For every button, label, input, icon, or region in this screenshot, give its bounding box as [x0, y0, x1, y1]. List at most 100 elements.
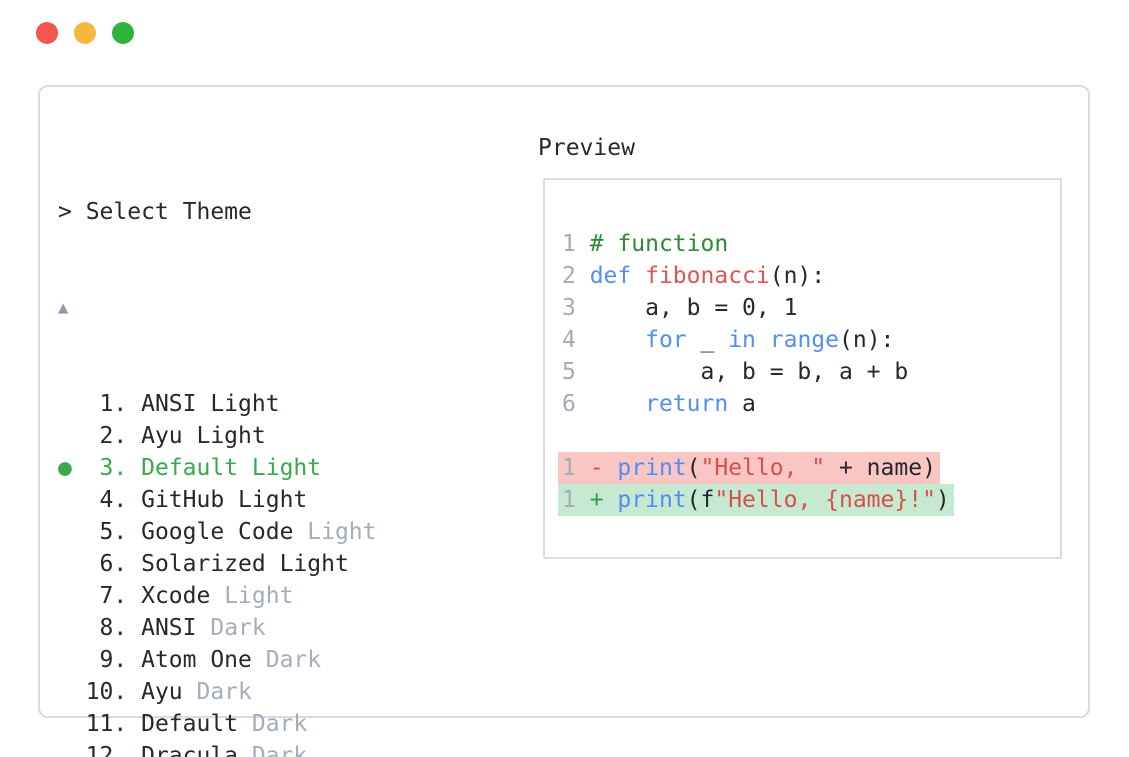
- code-token: + name): [825, 455, 936, 481]
- item-bullet-space: [58, 516, 86, 548]
- theme-item[interactable]: 1. ANSI Light: [58, 388, 528, 420]
- item-number: 3.: [85, 455, 142, 481]
- line-number: 1: [562, 487, 590, 513]
- code-token: range: [769, 327, 839, 353]
- code-line: [558, 420, 566, 452]
- item-name-muted: Dark: [265, 647, 322, 673]
- theme-item[interactable]: 8. ANSI Dark: [58, 612, 528, 644]
- theme-picker-window: > Select Theme ▲ 1. ANSI Light 2. Ayu Li…: [38, 85, 1090, 757]
- item-name: Default: [141, 711, 252, 737]
- theme-list: 1. ANSI Light 2. Ayu Light● 3. Default L…: [58, 388, 528, 757]
- item-name-muted: Dark: [251, 743, 308, 757]
- item-bullet-space: [58, 612, 86, 644]
- code-token: "Hello, ": [700, 455, 826, 481]
- theme-item[interactable]: 9. Atom One Dark: [58, 644, 528, 676]
- item-number: 11.: [85, 711, 142, 737]
- code-token: -: [589, 455, 618, 481]
- code-line: 6 return a: [558, 388, 760, 420]
- item-name-muted: Light: [307, 519, 377, 545]
- item-name: Solarized Light: [141, 551, 349, 577]
- theme-item[interactable]: 2. Ayu Light: [58, 420, 528, 452]
- code-token: def: [589, 263, 632, 289]
- item-bullet-space: [58, 708, 86, 740]
- item-name: Atom One: [141, 647, 266, 673]
- code-line: 2 def fibonacci(n):: [558, 260, 829, 292]
- item-name: GitHub Light: [141, 487, 308, 513]
- theme-item[interactable]: 7. Xcode Light: [58, 580, 528, 612]
- zoom-button[interactable]: [112, 22, 134, 44]
- item-bullet-space: [58, 644, 86, 676]
- item-number: 9.: [85, 647, 142, 673]
- code-token: [590, 391, 645, 417]
- item-name-muted: Dark: [210, 615, 266, 641]
- code-token: [590, 327, 645, 353]
- theme-item[interactable]: 4. GitHub Light: [58, 484, 528, 516]
- item-name: Dracula: [141, 743, 252, 757]
- minimize-button[interactable]: [74, 22, 96, 44]
- item-bullet-space: [58, 548, 86, 580]
- item-bullet-space: [58, 484, 86, 516]
- code-line: 5 a, b = b, a + b: [558, 356, 912, 388]
- line-number: 6: [562, 391, 590, 417]
- item-number: 1.: [85, 391, 142, 417]
- code-line: 4 for _ in range(n):: [558, 324, 898, 356]
- theme-item[interactable]: ● 3. Default Light: [58, 452, 528, 484]
- item-number: 5.: [85, 519, 142, 545]
- item-bullet-space: [58, 388, 86, 420]
- code-token: a: [728, 391, 756, 417]
- code-token: ): [935, 487, 950, 513]
- item-number: 2.: [85, 423, 142, 449]
- item-number: 6.: [85, 551, 142, 577]
- item-bullet-space: [58, 580, 86, 612]
- item-name-muted: Dark: [196, 679, 252, 705]
- code-token: +: [589, 487, 618, 513]
- code-line: 3 a, b = 0, 1: [558, 292, 801, 324]
- theme-item[interactable]: 5. Google Code Light: [58, 516, 528, 548]
- item-number: 12.: [85, 743, 142, 757]
- theme-item[interactable]: 11. Default Dark: [58, 708, 528, 740]
- code-token: (n):: [839, 327, 895, 353]
- item-name: ANSI: [141, 615, 211, 641]
- code-token: fibonacci: [645, 263, 770, 289]
- item-number: 8.: [85, 615, 142, 641]
- code-token: [756, 327, 770, 353]
- theme-item[interactable]: 12. Dracula Dark: [58, 740, 528, 757]
- line-number: 4: [562, 327, 590, 353]
- theme-item[interactable]: 10. Ayu Dark: [58, 676, 528, 708]
- item-number: 4.: [85, 487, 142, 513]
- code-token: # function: [589, 231, 729, 257]
- diff-line: 1 - print("Hello, " + name): [558, 452, 940, 484]
- code-token: in: [728, 327, 756, 353]
- item-name: Ayu Light: [141, 423, 266, 449]
- code-line: 1 # function: [558, 228, 732, 260]
- line-number: 1: [562, 231, 590, 257]
- diff-line: 1 + print(f"Hello, {name}!"): [558, 484, 954, 516]
- line-number: 5: [562, 359, 590, 385]
- item-name: Default Light: [141, 455, 322, 481]
- item-bullet-space: [58, 740, 86, 757]
- line-number: 1: [562, 455, 590, 481]
- code-token: [631, 263, 645, 289]
- code-token: "Hello, {name}!": [714, 487, 936, 513]
- item-name-muted: Light: [224, 583, 294, 609]
- code-token: return: [645, 391, 729, 417]
- item-number: 10.: [85, 679, 142, 705]
- scroll-up-icon[interactable]: ▲: [58, 298, 69, 318]
- code-token: a, b = b, a + b: [589, 359, 909, 385]
- theme-item[interactable]: 6. Solarized Light: [58, 548, 528, 580]
- line-number: 2: [562, 263, 590, 289]
- code-token: _: [686, 327, 729, 353]
- selected-bullet-icon: ●: [58, 455, 86, 481]
- item-name: ANSI Light: [141, 391, 280, 417]
- item-number: 7.: [85, 583, 142, 609]
- code-token: print: [617, 487, 687, 513]
- item-name: Xcode: [141, 583, 225, 609]
- code-token: (n):: [769, 263, 826, 289]
- select-theme-prompt: > Select Theme: [58, 199, 252, 225]
- code-token: a, b = 0, 1: [589, 295, 798, 321]
- code-token: print: [617, 455, 687, 481]
- line-number: 3: [562, 295, 590, 321]
- close-button[interactable]: [36, 22, 58, 44]
